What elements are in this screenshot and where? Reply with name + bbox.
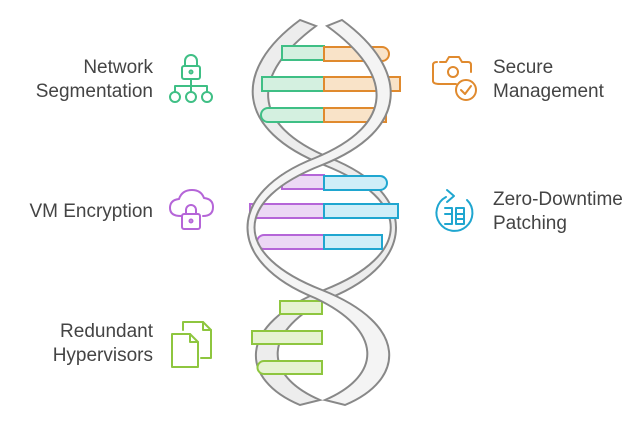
label-redundant-hypervisors: Redundant Hypervisors [53, 320, 153, 368]
refresh-patch-icon [435, 189, 474, 232]
network-lock-icon [169, 54, 213, 103]
label-zero-line1: Zero-Downtime [493, 189, 623, 210]
camera-check-icon [432, 56, 477, 101]
label-network-line1: Network [83, 57, 153, 78]
label-zero-line2: Patching [493, 213, 567, 234]
label-network-line2: Segmentation [35, 81, 153, 102]
dna-front-strand [246, 18, 392, 407]
cloud-lock-icon [169, 189, 214, 230]
label-secure-management: Secure Management [493, 56, 604, 104]
label-secure-line1: Secure [493, 57, 554, 78]
label-network-segmentation: Network Segmentation [36, 56, 153, 104]
label-zero-downtime-patching: Zero-Downtime Patching [493, 188, 623, 236]
label-secure-line2: Management [493, 81, 604, 102]
rungs-vm-zero [249, 174, 399, 250]
label-vm-line1: VM Encryption [29, 201, 153, 222]
label-vm-encryption: VM Encryption [29, 200, 153, 224]
rungs-redundant [251, 300, 323, 375]
documents-icon [171, 321, 212, 368]
label-redundant-line2: Hypervisors [52, 345, 153, 366]
label-redundant-line1: Redundant [60, 321, 153, 342]
